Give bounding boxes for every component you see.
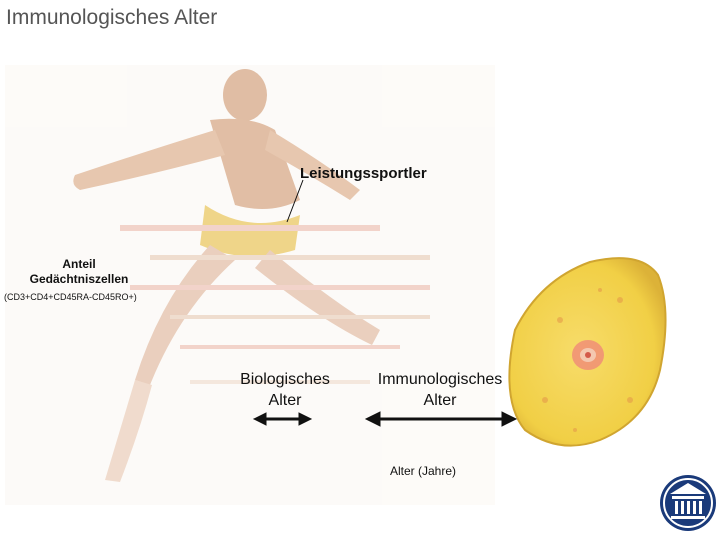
immuno-age-line2: Alter: [423, 392, 457, 409]
memory-share-label: Anteil Gedächtniszellen: [4, 257, 154, 287]
marker-label: (CD3+CD4+CD45RA-CD45RO+): [4, 292, 137, 302]
x-axis-label: Alter (Jahre): [389, 464, 457, 478]
cell-illustration: [508, 257, 667, 447]
memory-share-line1: Anteil: [62, 257, 96, 271]
pointer-line: [286, 179, 304, 223]
institution-logo-icon: [660, 475, 716, 531]
memory-share-line2: Gedächtniszellen: [29, 272, 129, 286]
immuno-age-line1: Immunologisches: [377, 371, 503, 388]
athlete-illustration: [5, 65, 495, 505]
bio-age-line1: Biologisches: [240, 371, 330, 388]
immuno-age-arrow: [364, 411, 518, 427]
bio-age-label: Biologisches Alter: [232, 369, 338, 411]
immuno-age-label: Immunologisches Alter: [360, 369, 520, 411]
bio-age-arrow: [252, 412, 313, 426]
bio-age-line2: Alter: [268, 392, 302, 409]
athlete-label: Leistungssportler: [300, 165, 427, 182]
page-title: Immunologisches Alter: [6, 6, 218, 29]
